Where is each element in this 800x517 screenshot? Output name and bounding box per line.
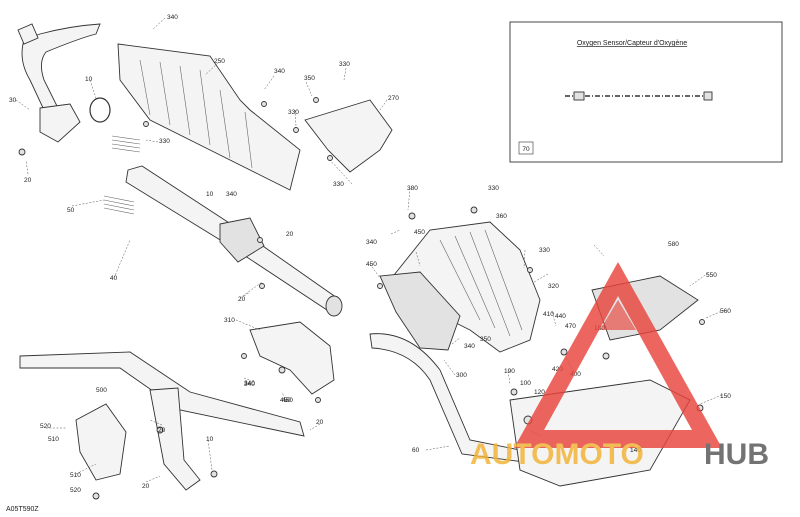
mid-pipe-outlet: [325, 295, 343, 317]
callout: 340: [226, 191, 237, 198]
inset-callout-box: [518, 141, 534, 155]
callout: 10: [206, 191, 214, 198]
callout: 410: [543, 311, 554, 318]
callout: 510: [48, 436, 59, 443]
callout: 400: [570, 371, 581, 378]
diagram-ref-code: A05T590Z: [6, 506, 39, 513]
shield-ribs: [139, 59, 253, 169]
callout: 20: [316, 419, 324, 426]
inset-callout: 70: [522, 146, 530, 153]
pipe-clamp-bracket: [219, 217, 265, 263]
callout: 380: [407, 185, 418, 192]
callout: 20: [142, 483, 150, 490]
callout: 10: [85, 76, 93, 83]
callout: 340: [244, 380, 255, 387]
callout: 510: [70, 472, 81, 479]
callout: 500: [96, 387, 107, 394]
callout: 270: [388, 95, 399, 102]
header-pipe: [21, 23, 101, 111]
callout: 330: [159, 138, 170, 145]
callout: 330: [339, 61, 350, 68]
callout: 340: [464, 343, 475, 350]
watermark-logo: AUTOMOTO HUB: [470, 262, 769, 471]
springs: [103, 135, 141, 215]
callout: 330: [488, 185, 499, 192]
callout: 470: [565, 323, 576, 330]
callout: 350: [480, 336, 491, 343]
callout: 330: [288, 109, 299, 116]
callout: 50: [67, 207, 75, 214]
callout: 100: [520, 380, 531, 387]
callout: 250: [214, 58, 225, 65]
callout: 520: [70, 487, 81, 494]
callout: 300: [456, 372, 467, 379]
callout: 450: [414, 229, 425, 236]
callout: 450: [282, 397, 293, 404]
callout: 340: [244, 381, 255, 388]
callout: 20: [24, 177, 32, 184]
callout: 20: [158, 427, 166, 434]
sensor-connector: [703, 91, 713, 101]
pipe-flange-top: [17, 23, 39, 45]
callout: 340: [366, 239, 377, 246]
leader-lines: [15, 17, 725, 483]
callout: 320: [548, 283, 559, 290]
inset-label: Oxygen Sensor/Capteur d'Oxygène: [577, 40, 687, 47]
callout: 340: [167, 14, 178, 21]
support-bracket-310: [249, 321, 335, 395]
callout: 10: [206, 436, 214, 443]
callout-labels: 340 250 30 10 20 330 50 340 350 330 270 …: [9, 14, 731, 494]
callout: 450: [280, 397, 291, 404]
callout: 150: [720, 393, 731, 400]
lower-heat-shield: [75, 403, 127, 481]
callout: 20: [286, 231, 294, 238]
callout: 30: [9, 97, 17, 104]
callout: 20: [238, 296, 246, 303]
muffler-shield-ribs: [439, 229, 523, 337]
callout: 140: [630, 447, 641, 454]
callout: 330: [539, 247, 550, 254]
callout: 40: [110, 275, 118, 282]
callout: 340: [274, 68, 285, 75]
watermark-triangle: [514, 262, 722, 448]
callout: 360: [496, 213, 507, 220]
callout: 330: [333, 181, 344, 188]
hardware: [18, 97, 705, 500]
oxygen-sensor-inset: Oxygen Sensor/Capteur d'Oxygène 70: [509, 21, 783, 163]
callout: 440: [555, 313, 566, 320]
gasket-ring: [89, 97, 111, 123]
callout: 60: [412, 447, 420, 454]
sensor-body: [573, 91, 585, 101]
heat-shield-270: [304, 99, 393, 173]
callout: 120: [534, 389, 545, 396]
parts-drawing: [17, 23, 699, 491]
watermark-word-auto: AUTOMOTO: [470, 438, 644, 471]
callout: 420: [552, 366, 563, 373]
heat-shield-upper: [117, 43, 301, 191]
watermark-word-hub: HUB: [704, 438, 769, 471]
elbow-flange: [39, 103, 81, 143]
callout: 310: [224, 317, 235, 324]
callout: 190: [504, 368, 515, 375]
callout: 350: [304, 75, 315, 82]
lower-elbow-pipe: [149, 387, 201, 491]
support-bracket-300: [379, 271, 461, 351]
callout: 550: [706, 272, 717, 279]
callout: 520: [40, 423, 51, 430]
callout: 560: [720, 308, 731, 315]
callout: 580: [668, 241, 679, 248]
callout: 450: [366, 261, 377, 268]
